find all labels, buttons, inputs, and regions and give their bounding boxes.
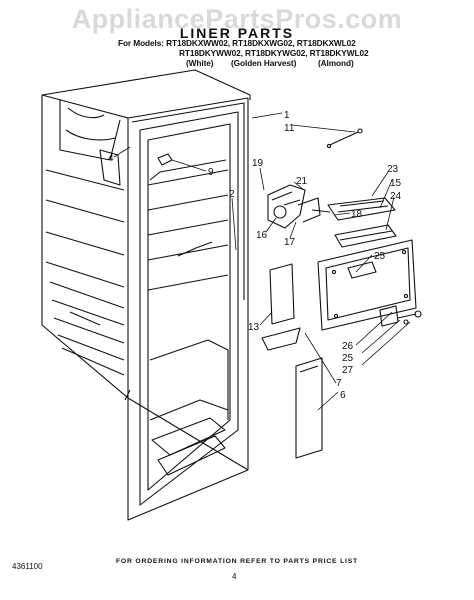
callout-21: 21 xyxy=(296,176,308,187)
part-9-fixture xyxy=(157,153,173,166)
callout-15: 15 xyxy=(390,178,402,189)
callout-numbers: 1 11 4 9 19 21 2 23 15 24 18 16 17 25 13… xyxy=(108,110,402,401)
model-row-2: RT18DKYWW02, RT18DKYWG02, RT18DKYWL02 xyxy=(118,48,418,58)
bracket-assembly xyxy=(379,305,422,327)
models-row-1-text: RT18DKXWW02, RT18DKXWG02, RT18DKXWL02 xyxy=(166,38,356,48)
ordering-note: FOR ORDERING INFORMATION REFER TO PARTS … xyxy=(115,558,359,565)
part-2-rod xyxy=(177,241,213,257)
callout-18: 18 xyxy=(351,209,363,220)
part-7-bracket xyxy=(261,327,301,351)
callout-16: 16 xyxy=(256,230,268,241)
color-almond: (Almond) xyxy=(318,58,354,68)
model-list: For Models: RT18DKXWW02, RT18DKXWG02, RT… xyxy=(118,38,418,68)
watermark: AppliancePartsPros.com xyxy=(71,4,403,34)
color-golden-harvest: (Golden Harvest) xyxy=(231,58,297,68)
callout-26: 26 xyxy=(342,341,354,352)
callout-19: 19 xyxy=(252,158,264,169)
page-title: LINER PARTS xyxy=(179,25,295,41)
callout-11: 11 xyxy=(284,123,295,134)
callout-23: 23 xyxy=(387,164,399,175)
part-13-panel xyxy=(269,263,295,325)
model-colors: (White) (Golden Harvest) (Almond) xyxy=(118,58,418,68)
part-6-duct xyxy=(295,357,323,459)
models-row-2-text: RT18DKYWW02, RT18DKYWG02, RT18DKYWL02 xyxy=(179,48,369,58)
callout-4: 4 xyxy=(108,153,114,164)
document-number: 4361100 xyxy=(12,562,43,571)
models-prefix: For Models: xyxy=(118,38,164,48)
callout-1: 1 xyxy=(284,110,290,121)
control-housing xyxy=(267,184,331,229)
callout-13: 13 xyxy=(248,322,260,333)
callout-25-lower: 25 xyxy=(342,353,354,364)
part-11-tube xyxy=(326,128,363,149)
callout-24: 24 xyxy=(390,191,402,202)
liner-cabinet xyxy=(41,69,251,521)
light-rail-assembly xyxy=(327,197,397,248)
rear-panel xyxy=(317,239,417,331)
color-white: (White) xyxy=(186,58,214,68)
callout-7: 7 xyxy=(336,378,342,389)
callout-27: 27 xyxy=(342,365,354,376)
callout-9: 9 xyxy=(208,167,214,178)
leader-lines xyxy=(113,112,411,411)
model-row-1: For Models: RT18DKXWW02, RT18DKXWG02, RT… xyxy=(118,38,418,48)
callout-25-upper: 25 xyxy=(374,251,386,262)
callout-17: 17 xyxy=(284,237,296,248)
callout-2: 2 xyxy=(229,189,235,200)
page-number: 4 xyxy=(232,572,237,581)
callout-6: 6 xyxy=(340,390,346,401)
